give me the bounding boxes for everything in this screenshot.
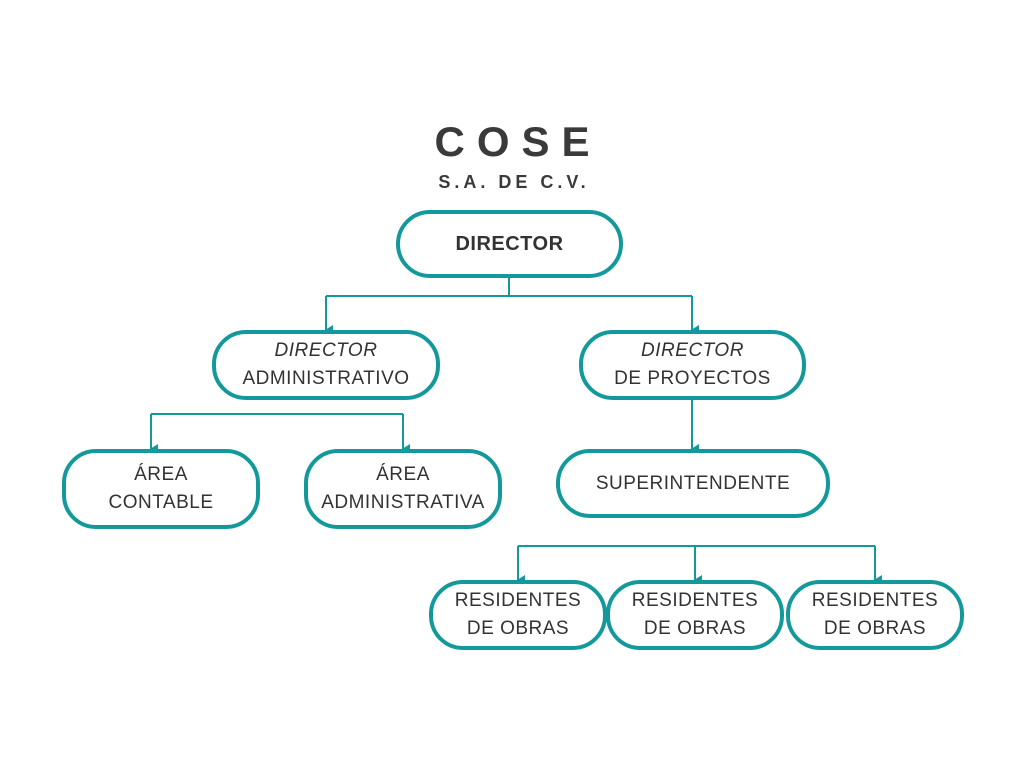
node-superintendente: SUPERINTENDENTE xyxy=(556,449,830,518)
node-area-administrativa: ÁREA ADMINISTRATIVA xyxy=(304,449,502,529)
node-residentes-1-line2: DE OBRAS xyxy=(466,618,570,639)
node-area-contable: ÁREA CONTABLE xyxy=(62,449,260,529)
node-residentes-de-obras-3: RESIDENTES DE OBRAS xyxy=(786,580,964,650)
node-residentes-de-obras-2: RESIDENTES DE OBRAS xyxy=(606,580,784,650)
node-director: DIRECTOR xyxy=(396,210,623,278)
node-dir-admin-line2: ADMINISTRATIVO xyxy=(242,368,410,389)
node-area-admin-line1: ÁREA xyxy=(376,464,430,485)
node-residentes-3-line1: RESIDENTES xyxy=(811,590,939,611)
node-residentes-de-obras-1: RESIDENTES DE OBRAS xyxy=(429,580,607,650)
node-residentes-3-line2: DE OBRAS xyxy=(823,618,927,639)
node-residentes-2-line2: DE OBRAS xyxy=(643,618,747,639)
node-director-proyectos: DIRECTOR DE PROYECTOS xyxy=(579,330,806,400)
node-superintendente-label: SUPERINTENDENTE xyxy=(595,472,791,494)
node-area-admin-line2: ADMINISTRATIVA xyxy=(321,492,485,513)
node-dir-proy-line2: DE PROYECTOS xyxy=(614,368,771,389)
node-area-contable-line2: CONTABLE xyxy=(108,492,214,513)
node-director-administrativo: DIRECTOR ADMINISTRATIVO xyxy=(212,330,440,400)
company-suffix: S.A. DE C.V. xyxy=(438,172,590,192)
company-name: COSE xyxy=(434,118,602,165)
node-director-label: DIRECTOR xyxy=(455,233,564,255)
node-area-contable-line1: ÁREA xyxy=(134,464,188,485)
node-dir-admin-line1: DIRECTOR xyxy=(274,340,378,361)
node-residentes-1-line1: RESIDENTES xyxy=(454,590,582,611)
node-residentes-2-line1: RESIDENTES xyxy=(631,590,759,611)
node-dir-proy-line1: DIRECTOR xyxy=(641,340,744,361)
